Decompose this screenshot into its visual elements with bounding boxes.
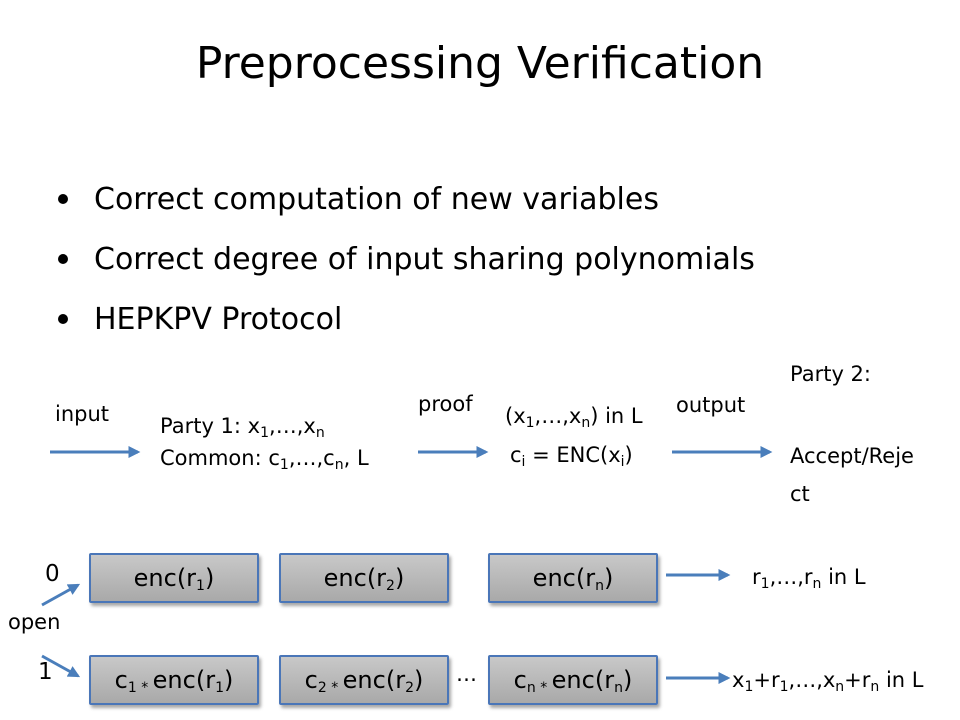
slide-title: Preprocessing Verification bbox=[195, 38, 765, 89]
open-1-arrow bbox=[41, 654, 81, 678]
party1-line2: Common: c1,…,cn, L bbox=[160, 446, 369, 473]
bullet-item: HEPKPV Protocol bbox=[58, 290, 755, 350]
bit-0-label: 0 bbox=[45, 561, 60, 587]
enc-r2-box: enc(r2) bbox=[279, 553, 449, 603]
bullet-text: Correct computation of new variables bbox=[94, 182, 659, 217]
bullet-dot-icon bbox=[58, 254, 68, 264]
bullet-text: Correct degree of input sharing polynomi… bbox=[94, 242, 755, 277]
bullet-item: Correct degree of input sharing polynomi… bbox=[58, 230, 755, 290]
output-label: output bbox=[676, 393, 746, 417]
c1-enc-r1-box: c1 * enc(r1) bbox=[89, 655, 259, 705]
cn-enc-rn-box: cn * enc(rn) bbox=[488, 655, 658, 705]
result-0-text: r1,…,rn in L bbox=[752, 565, 866, 592]
enc-r1-box: enc(r1) bbox=[89, 553, 259, 603]
c2-enc-r2-box: c2 * enc(r2) bbox=[279, 655, 449, 705]
ellipsis: … bbox=[456, 662, 477, 686]
open-label: open bbox=[8, 610, 61, 634]
statement-line1: (x1,…,xn) in L bbox=[505, 404, 643, 431]
bit-1-label: 1 bbox=[38, 659, 53, 685]
bullet-text: HEPKPV Protocol bbox=[94, 302, 343, 337]
input-label: input bbox=[55, 402, 110, 426]
statement-line2: ci = ENC(xi) bbox=[510, 443, 633, 470]
bullet-dot-icon bbox=[58, 314, 68, 324]
bullet-dot-icon bbox=[58, 194, 68, 204]
party1-line1: Party 1: x1,…,xn bbox=[160, 414, 325, 441]
result-1-text: x1+r1,…,xn+rn in L bbox=[732, 668, 924, 695]
proof-label: proof bbox=[418, 392, 473, 416]
party2-line1: Party 2: bbox=[790, 362, 871, 386]
bullet-item: Correct computation of new variables bbox=[58, 170, 755, 230]
enc-rn-box: enc(rn) bbox=[488, 553, 658, 603]
bullet-list: Correct computation of new variables Cor… bbox=[58, 170, 755, 350]
open-0-arrow bbox=[41, 583, 81, 607]
party2-line3: ct bbox=[790, 482, 810, 506]
party2-line2: Accept/Reje bbox=[790, 444, 914, 468]
